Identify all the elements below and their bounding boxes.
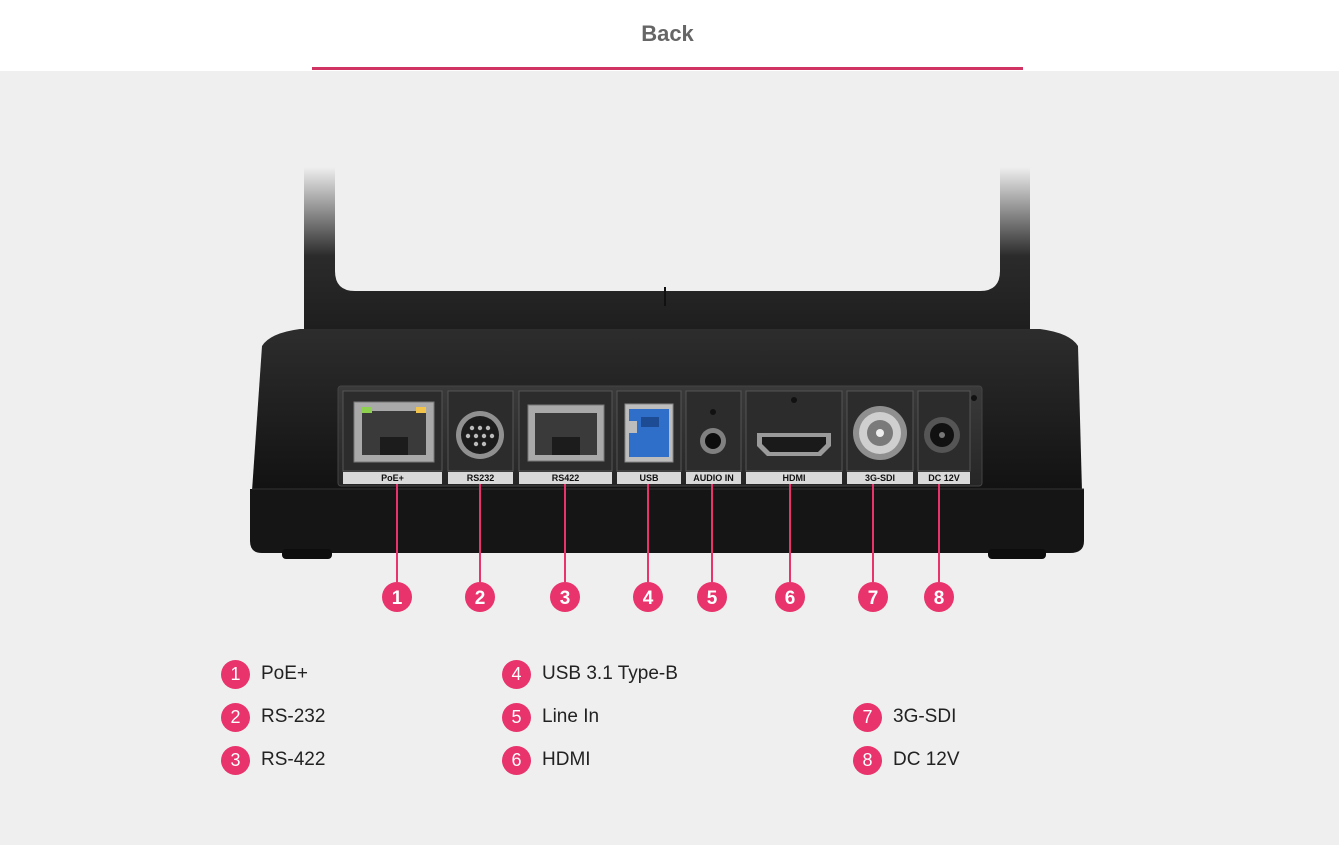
camera-yoke — [304, 167, 1030, 329]
port-rs422: RS422 — [518, 390, 613, 484]
callout-number-7: 7 — [868, 588, 879, 609]
port-hdmi: HDMI — [745, 390, 843, 484]
port-dc-12v: DC 12V — [917, 390, 977, 484]
callout-markers: 1 2 3 4 5 6 7 8 — [382, 484, 954, 612]
port-label-audio-in: AUDIO IN — [693, 473, 734, 483]
callout-marker-6 — [775, 582, 805, 612]
callout-number-4: 4 — [643, 588, 654, 609]
callout-marker-7 — [858, 582, 888, 612]
legend-label: Line In — [542, 706, 600, 727]
port-3g-sdi: 3G-SDI — [846, 390, 914, 484]
legend-label: PoE+ — [261, 663, 309, 684]
legend-item-2: 2 RS-232 — [221, 702, 325, 732]
callout-marker-8 — [924, 582, 954, 612]
callout-number-5: 5 — [707, 588, 718, 609]
port-usb: USB — [616, 390, 682, 484]
legend-label: HDMI — [542, 749, 591, 770]
legend-item-6: 6 HDMI — [502, 745, 591, 775]
legend-badge: 4 — [502, 659, 531, 689]
legend-badge: 7 — [853, 702, 882, 732]
legend-item-8: 8 DC 12V — [853, 745, 960, 775]
callout-number-1: 1 — [392, 588, 403, 609]
port-poe: PoE+ — [342, 390, 443, 484]
callout-marker-5 — [697, 582, 727, 612]
camera-back-illustration: PoE+ RS232 RS422 — [250, 167, 1084, 612]
legend-badge: 3 — [221, 745, 250, 775]
callout-marker-2 — [465, 582, 495, 612]
legend-label: USB 3.1 Type-B — [542, 663, 678, 684]
legend-item-1: 1 PoE+ — [221, 659, 308, 689]
legend-item-5: 5 Line In — [502, 702, 599, 732]
port-label-rs422: RS422 — [552, 473, 580, 483]
port-label-dc-12v: DC 12V — [928, 473, 960, 483]
callout-marker-3 — [550, 582, 580, 612]
bottom-divider — [0, 845, 1339, 848]
legend-badge: 5 — [502, 702, 531, 732]
port-label-usb: USB — [639, 473, 659, 483]
port-label-hdmi: HDMI — [783, 473, 806, 483]
legend-badge: 1 — [221, 659, 250, 689]
callout-marker-4 — [633, 582, 663, 612]
legend-badge: 2 — [221, 702, 250, 732]
product-stage: PoE+ RS232 RS422 — [0, 71, 1339, 848]
callout-number-8: 8 — [934, 588, 945, 609]
port-audio-in: AUDIO IN — [685, 390, 742, 484]
port-label-3g-sdi: 3G-SDI — [865, 473, 895, 483]
port-panel: PoE+ RS232 RS422 — [337, 385, 983, 487]
callout-number-2: 2 — [475, 588, 486, 609]
tab-back[interactable]: Back — [312, 0, 1023, 70]
legend-item-7: 7 3G-SDI — [853, 702, 956, 732]
legend-label: RS-422 — [261, 749, 326, 770]
legend-label: DC 12V — [893, 749, 960, 770]
legend-item-4: 4 USB 3.1 Type-B — [502, 659, 678, 689]
legend-label: 3G-SDI — [893, 706, 957, 727]
legend-badge: 6 — [502, 745, 531, 775]
legend-item-3: 3 RS-422 — [221, 745, 325, 775]
legend-badge: 8 — [853, 745, 882, 775]
port-label-poe: PoE+ — [381, 473, 404, 483]
port-label-rs232: RS232 — [467, 473, 495, 483]
port-rs232: RS232 — [447, 390, 514, 484]
tab-bar: Back — [0, 0, 1339, 71]
callout-number-6: 6 — [785, 588, 796, 609]
callout-marker-1 — [382, 582, 412, 612]
legend-label: RS-232 — [261, 706, 326, 727]
callout-number-3: 3 — [560, 588, 571, 609]
